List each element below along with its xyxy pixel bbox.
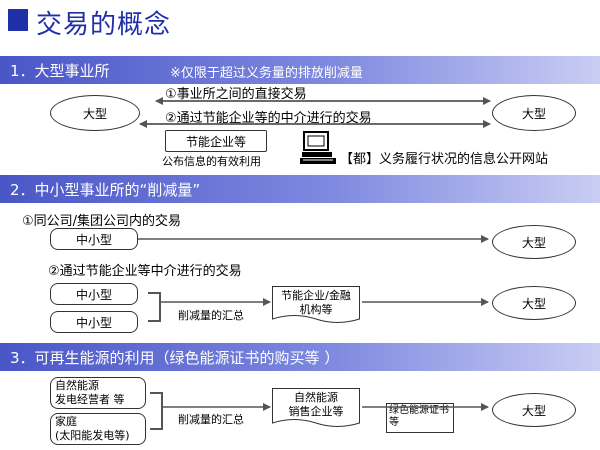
section2-aggregation: 削减量的汇总 — [178, 309, 244, 322]
section2-bracket — [148, 292, 161, 322]
section3-band: 3．可再生能源的利用（绿色能源证书的购买等 ） — [0, 343, 600, 371]
section3-bracket — [150, 392, 163, 430]
section3-cert-box: 绿色能源证书 等 — [386, 403, 454, 433]
section3-target: 大型 — [492, 393, 576, 427]
section2-item2: ②通过节能企业等中介进行的交易 — [48, 264, 242, 279]
section2-item1-target: 大型 — [492, 225, 576, 259]
section2-source-1: 中小型 — [50, 283, 138, 305]
section1-item1: ①事业所之间的直接交易 — [165, 87, 307, 102]
section1-band: 1．大型事业所 ※仅限于超过义务量的排放削减量 — [0, 56, 600, 84]
section1-energy-company-box: 节能企业等 — [165, 130, 267, 152]
section2-item1-source: 中小型 — [50, 228, 138, 250]
section1-left-oval: 大型 — [50, 95, 140, 131]
section2-item1: ①同公司/集团公司内的交易 — [22, 214, 182, 229]
section3-source-2: 家庭 (太阳能发电等) — [50, 413, 146, 445]
section2-heading: 2．中小型事业所的“削减量” — [10, 181, 201, 199]
section1-box-caption: 公布信息的有效利用 — [162, 155, 261, 168]
section3-doc-box: 自然能源 销售企业等 — [272, 388, 360, 430]
section3-source-1: 自然能源 发电经营者 等 — [50, 377, 146, 409]
section3-aggregation: 削减量的汇总 — [178, 413, 244, 426]
computer-icon — [300, 130, 340, 166]
section1-website: 【都】义务履行状况的信息公开网站 — [340, 152, 549, 167]
section2-band: 2．中小型事业所的“削减量” — [0, 175, 600, 203]
page-title: 交易的概念 — [36, 10, 172, 40]
section2-doc-box: 节能企业/金融 机构等 — [272, 286, 360, 326]
section3-doc-box-text: 自然能源 销售企业等 — [288, 391, 344, 418]
section2-doc-box-text: 节能企业/金融 机构等 — [281, 289, 351, 316]
section1-right-oval: 大型 — [492, 95, 576, 131]
section1-note: ※仅限于超过义务量的排放削减量 — [170, 66, 363, 81]
section1-item2: ②通过节能企业等的中介进行的交易 — [165, 111, 372, 126]
section3-heading: 3．可再生能源的利用（绿色能源证书的购买等 ） — [10, 349, 340, 367]
section1-heading: 1．大型事业所 — [10, 62, 110, 80]
section2-target: 大型 — [492, 286, 576, 320]
title-square-icon — [8, 9, 28, 31]
section2-source-2: 中小型 — [50, 311, 138, 333]
